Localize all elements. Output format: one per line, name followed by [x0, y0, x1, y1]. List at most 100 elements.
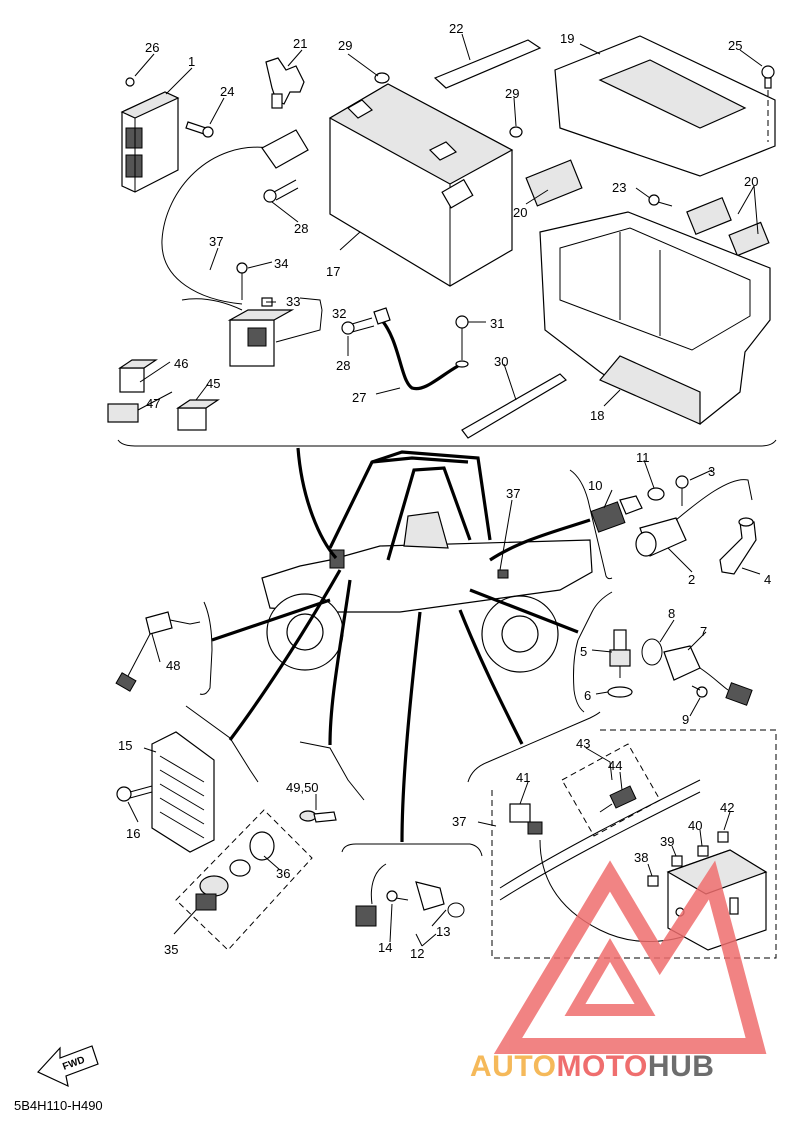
bolt-14[interactable]	[386, 890, 409, 902]
watermark-part-hub: HUB	[647, 1050, 715, 1083]
pointer-15	[228, 569, 342, 741]
label-4: 4	[764, 572, 771, 587]
pad-20b[interactable]	[686, 196, 732, 236]
top-section-bracket	[117, 439, 777, 447]
label-1: 1	[188, 54, 195, 69]
label-31: 31	[490, 316, 504, 331]
label-33: 33	[286, 294, 300, 309]
label-21: 21	[293, 36, 307, 51]
ignition-coil-2[interactable]	[635, 479, 753, 557]
fuse-39[interactable]	[671, 855, 683, 867]
nut-36[interactable]	[229, 831, 275, 877]
regulator-15[interactable]	[151, 731, 215, 853]
label-14: 14	[378, 940, 392, 955]
fastener-25[interactable]	[761, 65, 775, 142]
battery-cover[interactable]	[554, 35, 776, 177]
sensor-10[interactable]	[590, 495, 643, 533]
relay-44[interactable]	[599, 785, 637, 813]
fuse-40[interactable]	[697, 845, 709, 857]
label-8: 8	[668, 606, 675, 621]
pointer-48	[211, 598, 331, 642]
label-49-50: 49,50	[286, 780, 319, 795]
cable-tie-30[interactable]	[461, 373, 567, 439]
connector-46[interactable]	[118, 359, 158, 393]
label-20-right: 20	[744, 174, 758, 189]
cable-27[interactable]	[373, 307, 459, 391]
leader-lines	[127, 33, 763, 947]
spark-plug-5[interactable]	[609, 629, 631, 678]
ecu-unit[interactable]	[120, 91, 180, 193]
label-2: 2	[688, 572, 695, 587]
bolt-24[interactable]	[185, 121, 214, 138]
battery[interactable]	[328, 83, 514, 287]
watermark-logo-icon	[493, 860, 767, 1054]
label-35: 35	[164, 942, 178, 957]
crank-sensor-12[interactable]	[355, 863, 465, 927]
label-44: 44	[608, 758, 622, 773]
label-22: 22	[449, 21, 463, 36]
sensor-48[interactable]	[115, 611, 201, 692]
connector-45[interactable]	[176, 399, 220, 431]
label-43: 43	[576, 736, 590, 751]
bolt-28b[interactable]	[341, 317, 375, 335]
label-30: 30	[494, 354, 508, 369]
label-25: 25	[728, 38, 742, 53]
bracket-ignition	[569, 469, 613, 580]
bolt-34[interactable]	[236, 262, 248, 300]
starter-relay[interactable]	[227, 297, 295, 367]
vehicle-illustration	[261, 450, 593, 673]
relay-41[interactable]	[509, 803, 543, 835]
label-42: 42	[720, 800, 734, 815]
pointer-12	[400, 611, 422, 843]
nut-29b[interactable]	[509, 126, 523, 138]
label-45: 45	[206, 376, 220, 391]
label-15: 15	[118, 738, 132, 753]
sensor-7[interactable]	[663, 645, 753, 706]
key-4950[interactable]	[299, 810, 337, 823]
label-48: 48	[166, 658, 180, 673]
watermark-text: AUTOMOTOHUB	[470, 1050, 714, 1084]
pad-20c[interactable]	[728, 221, 770, 257]
label-32: 32	[332, 306, 346, 321]
bolt-9[interactable]	[691, 685, 708, 698]
connector-47[interactable]	[107, 403, 139, 423]
label-40: 40	[688, 818, 702, 833]
spark-plug-cap-4[interactable]	[719, 517, 757, 575]
nut-26[interactable]	[125, 77, 135, 87]
bracket-spark	[573, 591, 613, 713]
pad-20a[interactable]	[525, 159, 583, 207]
screw-23[interactable]	[648, 194, 673, 207]
strap-22[interactable]	[433, 39, 542, 89]
label-17: 17	[326, 264, 340, 279]
o-ring-11[interactable]	[647, 487, 665, 501]
label-37-bottom: 37	[452, 814, 466, 829]
bolt-3[interactable]	[675, 475, 689, 506]
bolt-16[interactable]	[116, 785, 153, 802]
pointer-top	[296, 447, 338, 560]
label-24: 24	[220, 84, 234, 99]
harness-37-top	[161, 129, 309, 311]
label-12: 12	[410, 946, 424, 961]
pointer-43	[458, 609, 524, 745]
fuse-42[interactable]	[717, 831, 729, 843]
label-10: 10	[588, 478, 602, 493]
label-29-right: 29	[505, 86, 519, 101]
label-46: 46	[174, 356, 188, 371]
bracket-43	[467, 711, 601, 783]
battery-box[interactable]	[539, 211, 771, 425]
clip-21[interactable]	[265, 57, 305, 109]
nut-29a[interactable]	[374, 72, 390, 84]
label-9: 9	[682, 712, 689, 727]
o-ring-8[interactable]	[641, 638, 663, 666]
bracket-48	[199, 601, 213, 695]
watermark-part-moto: MOTO	[556, 1050, 648, 1083]
label-34: 34	[274, 256, 288, 271]
bolt-31[interactable]	[455, 315, 469, 368]
switch-35[interactable]	[195, 875, 229, 911]
fuse-38[interactable]	[647, 875, 659, 887]
label-23: 23	[612, 180, 626, 195]
washer-6[interactable]	[607, 686, 633, 698]
bolt-28a[interactable]	[263, 179, 299, 203]
label-6: 6	[584, 688, 591, 703]
